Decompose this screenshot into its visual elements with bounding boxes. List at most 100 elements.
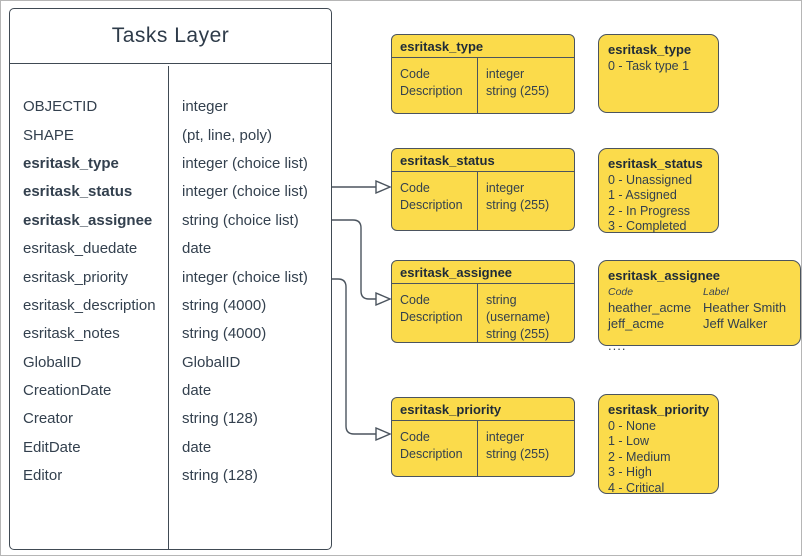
domain-field-names: Code Description [392,172,477,230]
field-type: string (128) [182,467,258,485]
field-type: string (255) [486,84,550,98]
column-header-label: Label [703,285,729,298]
field-name: Creator [23,410,74,428]
field-type: string (choice list) [182,211,299,229]
domain-field-types: integer string (255) [477,58,574,113]
domain-table-esritask-type: esritask_type Code Description integer s… [391,34,575,114]
tasks-layer-title: Tasks Layer [10,9,331,64]
table-row: esritask_priority integer (choice list) [10,263,331,291]
domain-table-title: esritask_status [392,149,574,172]
field-type: integer (choice list) [182,183,308,201]
field-type: integer [486,181,525,195]
field-name: Code [400,430,430,444]
domain-value: 3 - High [608,465,652,479]
domain-table-esritask-priority: esritask_priority Code Description integ… [391,397,575,477]
domain-field-names: Code Description [392,284,477,342]
domain-value: 2 - In Progress [608,203,690,218]
value-code: heather_acme [608,300,692,315]
connector-status-arrowhead [375,179,392,195]
connector-assignee-arrowhead [375,291,392,307]
domain-table-esritask-assignee: esritask_assignee Code Description strin… [391,260,575,343]
field-type: integer (choice list) [182,268,308,286]
more-values-ellipsis: .... [608,338,627,353]
field-name: esritask_duedate [23,240,138,258]
field-name: OBJECTID [23,98,98,116]
domain-table-title: esritask_priority [392,398,574,421]
field-type: integer (choice list) [182,154,308,172]
field-type: string (128) [182,410,258,428]
domain-value-row: jeff_acme Jeff Walker [608,316,791,332]
field-name: Description [400,310,463,324]
field-type: string (255) [486,198,550,212]
field-name: Editor [23,467,63,485]
domain-values-title: esritask_status [608,156,703,171]
domain-value: 0 - None [608,418,656,433]
table-row: esritask_assignee string (choice list) [10,206,331,234]
column-divider [168,65,169,549]
field-type: string (4000) [182,296,267,314]
field-type: date [182,382,212,400]
field-type: date [182,438,212,456]
domain-value: 4 - Critical [608,480,665,495]
domain-field-types: string (username) string (255) [477,284,574,342]
field-name: Code [400,67,430,81]
field-name: Description [400,84,463,98]
field-type: string (4000) [182,325,267,343]
domain-value: 1 - Assigned [608,188,677,202]
connector-priority-arrowhead [375,426,392,442]
field-type: string (255) [486,327,550,341]
domain-value: 2 - Medium [608,449,671,464]
field-name: Description [400,447,463,461]
field-name: GlobalID [23,353,82,371]
domain-value: 0 - Unassigned [608,172,693,187]
table-row: EditDate date [10,433,331,461]
field-type: string (username) [486,293,550,324]
field-name: esritask_assignee [23,211,153,229]
field-name: Description [400,198,463,212]
domain-field-types: integer string (255) [477,172,574,230]
field-type: date [182,240,212,258]
domain-table-title: esritask_assignee [392,261,574,284]
field-name: esritask_type [23,154,119,172]
field-name: esritask_priority [23,268,129,286]
table-row: Editor string (128) [10,462,331,490]
field-name: Code [400,181,430,195]
connector-assignee [332,219,376,300]
domain-values-title: esritask_assignee [608,268,721,283]
table-row: esritask_notes string (4000) [10,320,331,348]
field-type: (pt, line, poly) [182,126,273,144]
field-name: SHAPE [23,126,74,144]
domain-values-esritask-assignee: esritask_assignee Code Label heather_acm… [598,260,801,353]
field-type: string (255) [486,447,550,461]
table-row: esritask_status integer (choice list) [10,178,331,206]
field-type: integer [486,67,525,81]
domain-field-types: integer string (255) [477,421,574,476]
field-type: integer [486,430,525,444]
table-row: esritask_duedate date [10,234,331,262]
table-row: CreationDate date [10,376,331,404]
field-name: esritask_description [23,296,156,314]
domain-values-esritask-priority: esritask_priority 0 - None 1 - Low 2 - M… [598,394,719,495]
value-label: Jeff Walker [703,315,768,331]
domain-values-title: esritask_type [608,42,692,57]
field-name: EditDate [23,438,81,456]
connector-priority [332,278,376,435]
value-label: Heather Smith [703,300,787,315]
value-code: jeff_acme [608,315,665,331]
field-name: Code [400,293,430,307]
table-row: esritask_description string (4000) [10,291,331,319]
field-type: GlobalID [182,353,241,371]
table-row: GlobalID GlobalID [10,348,331,376]
field-name: CreationDate [23,382,112,400]
domain-field-names: Code Description [392,421,477,476]
table-row: SHAPE (pt, line, poly) [10,121,331,149]
domain-value: 1 - Low [608,434,649,448]
domain-values-esritask-type: esritask_type 0 - Task type 1 [598,34,719,113]
field-name: esritask_notes [23,325,120,343]
domain-value-columns: Code Label [608,285,791,301]
field-name: esritask_status [23,183,133,201]
domain-table-title: esritask_type [392,35,574,58]
